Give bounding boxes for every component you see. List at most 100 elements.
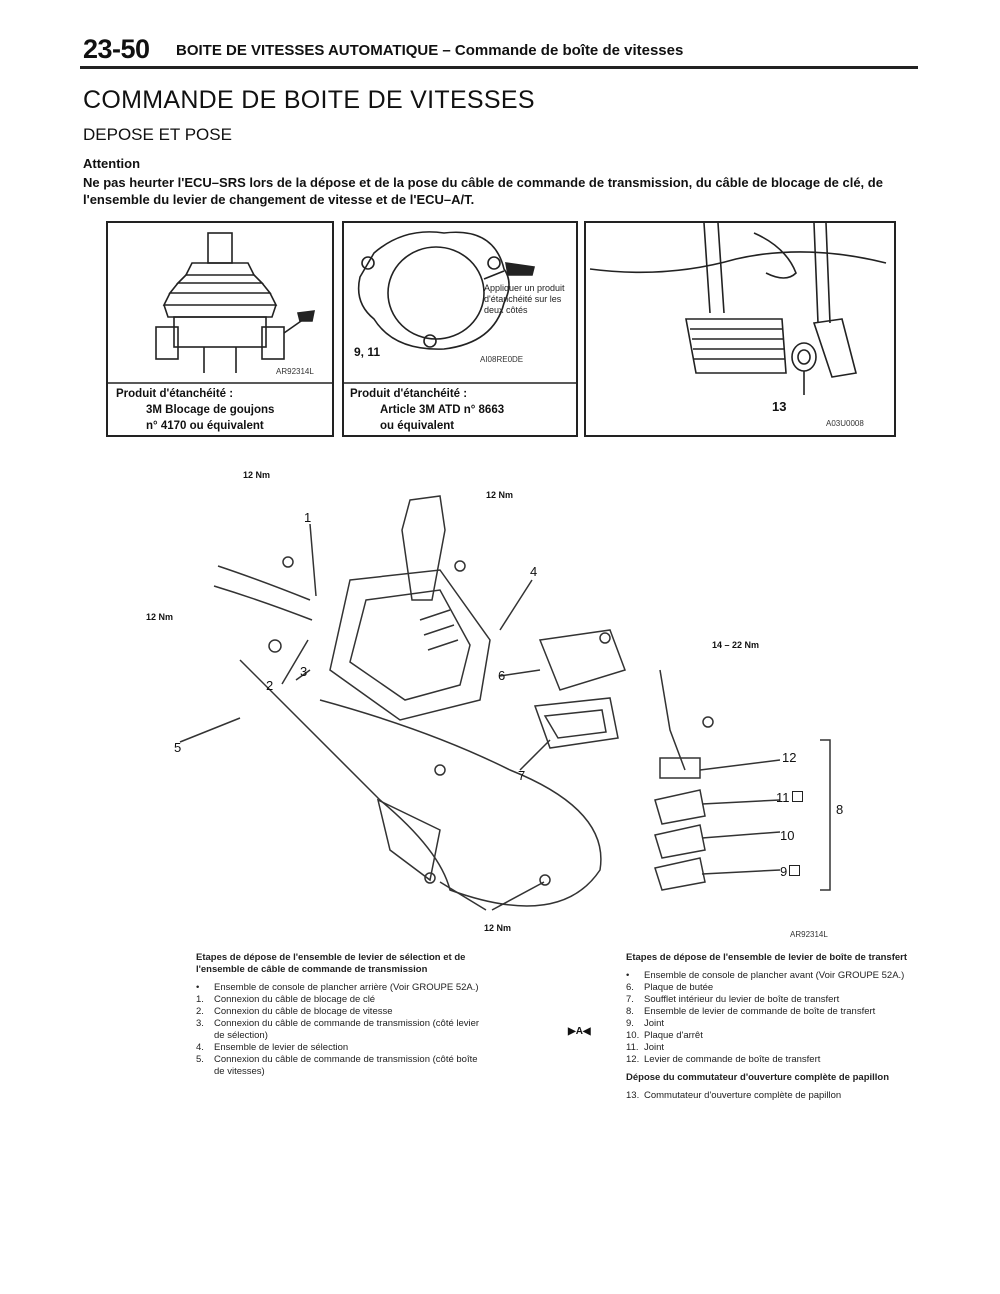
- cable-bracket: [376, 798, 441, 882]
- item-text: Plaque d'arrêt: [644, 1030, 703, 1041]
- list-item: 3. Connexion du câble de commande de tran…: [196, 1018, 486, 1042]
- part-label-5: 5: [174, 740, 182, 755]
- list-item: 13. Commutateur d'ouverture complète de p…: [626, 1090, 916, 1102]
- pedal-illustration: [589, 223, 887, 395]
- part-label-9: 9: [780, 864, 801, 879]
- header-rule: [80, 66, 918, 69]
- gasket-illustration: [344, 231, 576, 384]
- inner-boot: [533, 697, 619, 749]
- list-item: 11. Joint: [626, 1042, 916, 1054]
- item-number: •: [626, 970, 630, 981]
- item-text: Ensemble de levier de commande de boîte …: [644, 1006, 876, 1017]
- part-label-2: 2: [266, 678, 274, 693]
- panel-left-caption-2: 3M Blocage de goujons: [146, 404, 275, 416]
- item-number: 6.: [626, 982, 634, 993]
- item-text: Connexion du câble de blocage de vitesse: [214, 1006, 393, 1017]
- item-text: Ensemble de levier de sélection: [214, 1042, 349, 1053]
- part-label-11-text: 11: [776, 790, 790, 805]
- section-subtitle: DEPOSE ET POSE: [83, 125, 232, 144]
- list-item: 4. Ensemble de levier de sélection: [196, 1042, 486, 1054]
- torque-label-5: 12 Nm: [484, 923, 512, 933]
- item-text: Levier de commande de boîte de transfert: [644, 1054, 821, 1065]
- panel-middle-note: Appliquer un produit d'étanchéité sur le…: [484, 283, 565, 315]
- panel-left: AR92314L Produit d'étanchéité : 3M Bloca…: [106, 221, 334, 437]
- torque-label-1: 12 Nm: [243, 470, 271, 480]
- panel-right-code: A03U0008: [826, 419, 864, 428]
- panel-left-code: AR92314L: [276, 367, 314, 376]
- panel-middle-caption-2: Article 3M ATD n° 8663: [380, 404, 505, 416]
- part-label-1: 1: [304, 510, 312, 525]
- item-number: 2.: [196, 1006, 204, 1017]
- item-number: 7.: [626, 994, 634, 1005]
- selector-housing: [329, 569, 491, 721]
- item-number: 13.: [626, 1090, 640, 1101]
- item-number: 9.: [626, 1018, 634, 1029]
- page-number: 23-50: [83, 34, 150, 64]
- panel-middle-caption-1: Produit d'étanchéité :: [350, 388, 468, 400]
- item-text: Soufflet intérieur du levier de boîte de…: [644, 994, 840, 1005]
- item-text: Connexion du câble de blocage de clé: [214, 994, 376, 1005]
- square-icon: [789, 865, 801, 876]
- item-text: Plaque de butée: [644, 982, 714, 993]
- list-item: • Ensemble de console de plancher arrière…: [196, 982, 486, 994]
- item-text: Joint: [644, 1018, 665, 1029]
- key-lock-cable: [217, 565, 311, 601]
- selector-knob: [401, 495, 446, 601]
- part-label-3: 3: [300, 664, 308, 679]
- item-text: Ensemble de console de plancher avant (V…: [644, 970, 905, 981]
- panel-right-part: 13: [772, 399, 787, 414]
- part-label-4: 4: [530, 564, 538, 579]
- panel-middle-code: AI08RE0DE: [480, 355, 524, 364]
- panel-middle-parts: 9, 11: [354, 345, 381, 359]
- item-number: 4.: [196, 1042, 204, 1053]
- square-icon: [791, 791, 803, 802]
- item-number: 11.: [626, 1042, 639, 1053]
- torque-label-2: 12 Nm: [486, 490, 514, 500]
- item-text: Ensemble de console de plancher arrière …: [214, 982, 479, 993]
- item-text: Connexion du câble de commande de transm…: [214, 1018, 480, 1041]
- item-number: 5.: [196, 1054, 204, 1065]
- panel-left-caption-1: Produit d'étanchéité :: [116, 388, 234, 400]
- transmission-cable: [239, 659, 602, 907]
- item-text: Joint: [644, 1042, 665, 1053]
- part-label-7: 7: [518, 768, 526, 783]
- item-number: 12.: [626, 1054, 640, 1065]
- steps-left-heading: Etapes de dépose de l'ensemble de levier…: [196, 952, 466, 975]
- list-item: 10. Plaque d'arrêt: [626, 1030, 916, 1042]
- boot-illustration: [108, 232, 332, 384]
- transfer-lever: [659, 669, 686, 771]
- item-number: 8.: [626, 1006, 634, 1017]
- list-item: 12. Levier de commande de boîte de transf…: [626, 1054, 916, 1066]
- panel-left-caption-3: n° 4170 ou équivalent: [146, 420, 264, 432]
- transfer-lever-base: [659, 757, 701, 779]
- list-item: 9. Joint: [626, 1018, 916, 1030]
- list-item: 5. Connexion du câble de commande de tran…: [196, 1054, 486, 1078]
- panel-right: 13 A03U0008: [584, 221, 896, 437]
- item-text: Commutateur d'ouverture complète de papi…: [644, 1090, 842, 1101]
- panel-middle: 9, 11 Appliquer un produit d'étanchéité …: [342, 221, 578, 437]
- part-label-11: 11: [776, 790, 803, 805]
- procedure-marker-a: ▶A◀: [568, 1026, 591, 1037]
- item-number: •: [196, 982, 200, 993]
- item-number: 1.: [196, 994, 204, 1005]
- part-label-8: 8: [836, 802, 844, 817]
- shift-lock-cable: [213, 585, 313, 621]
- steps-left: Etapes de dépose de l'ensemble de levier…: [196, 952, 486, 1078]
- part-label-6: 6: [498, 668, 506, 683]
- list-item: 8. Ensemble de levier de commande de boît…: [626, 1006, 916, 1018]
- attention-label: Attention: [83, 156, 141, 171]
- torque-label-4: 14 – 22 Nm: [712, 640, 760, 650]
- exploded-diagram: [179, 495, 831, 911]
- item-number: 3.: [196, 1018, 204, 1029]
- list-item: 1. Connexion du câble de blocage de clé: [196, 994, 486, 1006]
- running-header: BOITE DE VITESSES AUTOMATIQUE – Commande…: [176, 42, 684, 59]
- steps-right: Etapes de dépose de l'ensemble de levier…: [626, 952, 916, 1102]
- panel-middle-caption-3: ou équivalent: [380, 420, 455, 432]
- steps-right-heading-2: Dépose du commutateur d'ouverture complè…: [626, 1072, 890, 1083]
- stopper-plate: [538, 629, 626, 691]
- item-text: Connexion du câble de commande de transm…: [214, 1054, 478, 1077]
- part-label-12: 12: [782, 750, 797, 765]
- steps-right-heading: Etapes de dépose de l'ensemble de levier…: [626, 952, 908, 963]
- torque-label-3: 12 Nm: [146, 612, 174, 622]
- item-number: 10.: [626, 1030, 640, 1041]
